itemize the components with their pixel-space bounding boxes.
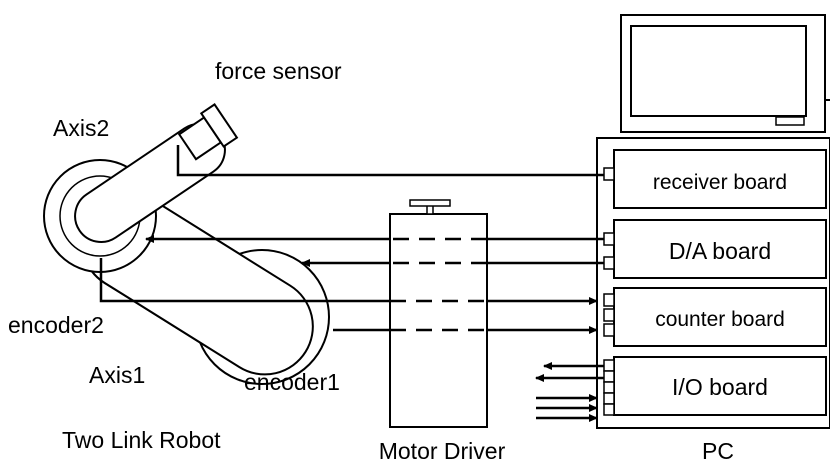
counter-board-label: counter board — [655, 308, 785, 331]
wires-io — [535, 362, 604, 422]
receiver-board-label: receiver board — [653, 171, 787, 194]
io-board: I/O board — [603, 356, 827, 416]
wire-force-sensor — [176, 145, 604, 177]
force-sensor-label: force sensor — [215, 58, 342, 84]
pc-monitor — [620, 14, 830, 133]
da-board-label: D/A board — [669, 238, 771, 264]
robot-caption: Two Link Robot — [62, 427, 221, 453]
axis1-label: Axis1 — [89, 362, 145, 388]
receiver-board: receiver board — [603, 149, 827, 209]
two-link-robot — [43, 103, 330, 385]
pc-caption: PC — [702, 438, 734, 463]
axis2-label: Axis2 — [53, 115, 109, 141]
wire-encoder2 — [99, 258, 598, 305]
force-sensor — [177, 103, 239, 161]
motor-driver — [389, 199, 488, 428]
da-board: D/A board — [603, 219, 827, 279]
encoder2-label: encoder2 — [8, 312, 104, 338]
encoder1-label: encoder1 — [244, 369, 340, 395]
counter-board: counter board — [603, 287, 827, 347]
io-board-label: I/O board — [672, 374, 768, 400]
motor-driver-caption: Motor Driver — [379, 438, 506, 463]
